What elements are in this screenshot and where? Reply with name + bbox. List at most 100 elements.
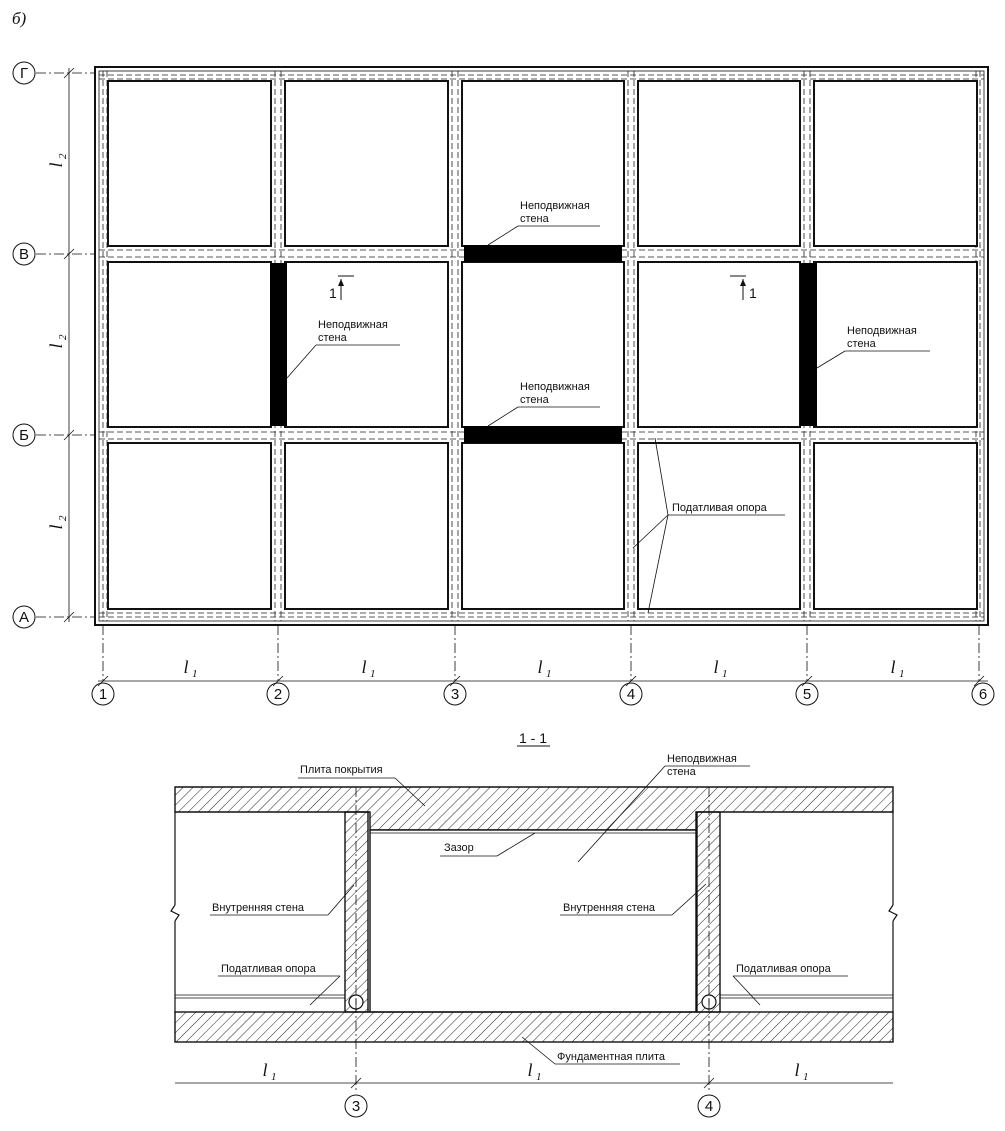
plan-panels	[107, 80, 978, 610]
svg-text:1: 1	[329, 285, 337, 301]
axis-bubble-5: 5	[795, 682, 819, 706]
svg-text:l: l	[183, 657, 188, 677]
svg-text:l: l	[46, 524, 66, 529]
svg-text:1: 1	[99, 686, 107, 703]
callout-roof-slab: Плита покрытия	[298, 764, 426, 807]
svg-text:1: 1	[803, 1071, 809, 1083]
callout-pliable-left: Податливая опора	[218, 963, 341, 1006]
callout-foundation-slab: Фундаментная плита	[521, 1036, 680, 1065]
section-dimension-line	[175, 1077, 893, 1089]
svg-text:l: l	[537, 657, 542, 677]
dimension-line-horizontal	[97, 675, 988, 687]
dim-label-l1-3: l 1	[537, 657, 551, 680]
dim-label-l1-5: l 1	[890, 657, 904, 680]
callout-fixed-wall-top: Неподвижная стена	[487, 200, 600, 246]
svg-text:l: l	[46, 162, 66, 167]
dim-label-l2-mid: l 2	[46, 334, 69, 349]
svg-text:Б: Б	[19, 427, 29, 444]
dim-label-l1-4: l 1	[713, 657, 727, 680]
axis-bubble-2: 2	[266, 682, 290, 706]
inner-wall-right	[696, 811, 721, 1013]
svg-text:1: 1	[899, 668, 905, 680]
svg-text:Неподвижная: Неподвижная	[847, 325, 917, 337]
svg-text:стена: стена	[520, 213, 550, 225]
section-dim-l1-mid: l 1	[527, 1060, 541, 1083]
plan-inner-outline	[98, 70, 985, 622]
grid-axes-numbers	[102, 625, 980, 681]
callout-gap: Зазор	[440, 832, 536, 857]
svg-text:Податливая опора: Податливая опора	[736, 963, 832, 975]
svg-text:l: l	[46, 343, 66, 348]
svg-text:стена: стена	[318, 332, 348, 344]
svg-text:l: l	[890, 657, 895, 677]
callout-fixed-wall-middle: Неподвижная стена	[487, 381, 600, 427]
section-axis-bubble-3: 3	[344, 1094, 368, 1118]
section-dim-l1-right: l 1	[794, 1060, 808, 1083]
callout-fixed-wall-section: Неподвижная стена	[577, 753, 750, 863]
svg-text:стена: стена	[667, 766, 697, 778]
axis-bubble-1: 1	[91, 682, 115, 706]
callout-inner-wall-right: Внутренняя стена	[560, 883, 707, 916]
svg-text:1: 1	[536, 1071, 542, 1083]
inner-wall-left	[344, 811, 369, 1013]
dimension-line-vertical	[63, 67, 75, 623]
svg-text:Фундаментная плита: Фундаментная плита	[557, 1051, 666, 1063]
axis-bubble-6: 6	[971, 682, 995, 706]
axis-bubble-A: А	[12, 605, 36, 629]
svg-text:Плита покрытия: Плита покрытия	[300, 764, 383, 776]
section-title: 1 - 1	[519, 730, 547, 746]
dim-label-l1-2: l 1	[361, 657, 375, 680]
section-axis-bubble-4: 4	[697, 1094, 721, 1118]
svg-text:1: 1	[722, 668, 728, 680]
svg-text:Внутренняя стена: Внутренняя стена	[563, 902, 656, 914]
svg-text:стена: стена	[847, 338, 877, 350]
fixed-wall-bar-4	[800, 263, 817, 426]
fixed-wall-section	[369, 829, 697, 1013]
svg-text:стена: стена	[520, 394, 550, 406]
svg-text:l: l	[794, 1060, 799, 1080]
dim-label-l1-1: l 1	[183, 657, 197, 680]
svg-text:1: 1	[546, 668, 552, 680]
dim-label-l2-top: l 2	[46, 153, 69, 168]
svg-text:2: 2	[57, 515, 69, 521]
axis-bubble-G: Г	[12, 61, 36, 85]
svg-text:l: l	[713, 657, 718, 677]
svg-text:Г: Г	[20, 65, 28, 82]
axis-bubble-V: В	[12, 242, 36, 266]
section-dim-l1-left: l 1	[262, 1060, 276, 1083]
svg-text:2: 2	[57, 334, 69, 340]
svg-text:Неподвижная: Неподвижная	[667, 753, 737, 765]
svg-text:А: А	[19, 609, 29, 626]
callout-inner-wall-left: Внутренняя стена	[210, 884, 355, 916]
callout-pliable-support: Податливая опора	[632, 437, 785, 614]
plan: Г В Б А 1 2 3 4	[12, 61, 995, 706]
axis-bubble-B: Б	[12, 423, 36, 447]
svg-text:1: 1	[192, 668, 198, 680]
fixed-wall-bar-3	[270, 263, 287, 426]
grid-axes-letters	[36, 72, 95, 618]
callout-fixed-wall-right: Неподвижная стена	[816, 325, 930, 369]
svg-text:Зазор: Зазор	[444, 842, 474, 854]
roof-slab	[174, 786, 894, 831]
svg-text:1: 1	[271, 1071, 277, 1083]
callout-fixed-wall-left: Неподвижная стена	[286, 319, 400, 379]
svg-text:1: 1	[749, 285, 757, 301]
svg-text:Податливая опора: Податливая опора	[672, 502, 768, 514]
svg-text:Неподвижная: Неподвижная	[318, 319, 388, 331]
svg-text:l: l	[361, 657, 366, 677]
svg-text:5: 5	[803, 686, 811, 703]
axis-bubble-4: 4	[619, 682, 643, 706]
svg-text:4: 4	[705, 1098, 713, 1115]
svg-text:l: l	[527, 1060, 532, 1080]
svg-text:Неподвижная: Неподвижная	[520, 200, 590, 212]
foundation-slab	[174, 1011, 894, 1043]
svg-text:6: 6	[979, 686, 987, 703]
side-outlines	[170, 812, 898, 1012]
svg-text:3: 3	[451, 686, 459, 703]
axis-bubble-3: 3	[443, 682, 467, 706]
svg-text:В: В	[19, 246, 29, 263]
svg-text:1: 1	[370, 668, 376, 680]
svg-text:Податливая опора: Податливая опора	[221, 963, 317, 975]
section-axes	[355, 787, 710, 1092]
